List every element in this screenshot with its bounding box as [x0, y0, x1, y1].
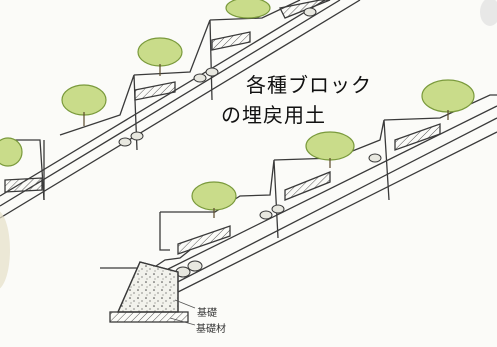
concrete-foundation — [117, 261, 179, 313]
shrubs — [0, 0, 475, 218]
shrub-4 — [0, 137, 23, 167]
shrub-1 — [61, 84, 107, 126]
label-base-material: 基礎材 — [196, 324, 226, 335]
shrub-2 — [137, 37, 183, 76]
base-material-layer — [109, 311, 189, 323]
upper-stepped-wall — [0, 0, 361, 219]
lower-drain-pipes — [175, 153, 382, 278]
leader-lines — [169, 299, 196, 326]
shrub-3 — [225, 0, 271, 19]
label-foundation: 基礎 — [197, 308, 217, 319]
shrub-6 — [305, 131, 355, 168]
edge-shadows — [0, 0, 497, 289]
title-line-2: の埋戻用土 — [221, 103, 326, 127]
shrub-7 — [421, 79, 475, 120]
title-line-1: 各種ブロック — [246, 73, 372, 97]
upper-drain-pipes — [118, 7, 317, 147]
shrub-5 — [191, 181, 237, 218]
